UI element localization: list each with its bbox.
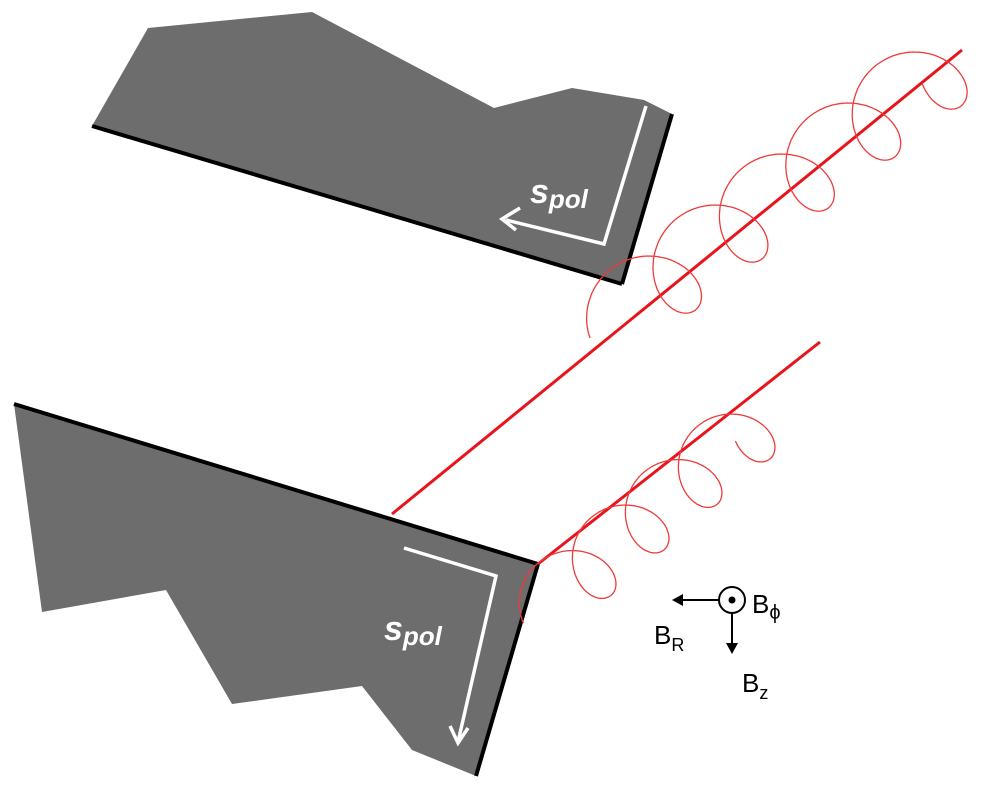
b-z-label: Bz [742,668,768,703]
field-line-lower [537,340,821,566]
lower-spol-label: spol [384,610,443,651]
gyro-orbit-upper [585,51,968,339]
field-line-upper [391,48,963,516]
lower-tile [14,404,538,776]
upper-tile-edge [91,124,623,286]
lower-spol-arrow [403,546,499,747]
gyro-orbit-lower [518,413,776,624]
b-r-label: BR [654,620,684,655]
upper-tile-edge-right [620,113,674,285]
b-z-arrow-icon [726,643,738,654]
upper-tile [92,12,672,284]
upper-spol-arrow [498,105,648,247]
lower-tile-edge [13,402,539,566]
b-r-arrow-icon [672,594,683,606]
lower-tile-edge-right [474,563,540,777]
b-phi-label: Bϕ [752,589,781,624]
field-axes [672,586,746,654]
upper-spol-label: spol [530,173,589,214]
